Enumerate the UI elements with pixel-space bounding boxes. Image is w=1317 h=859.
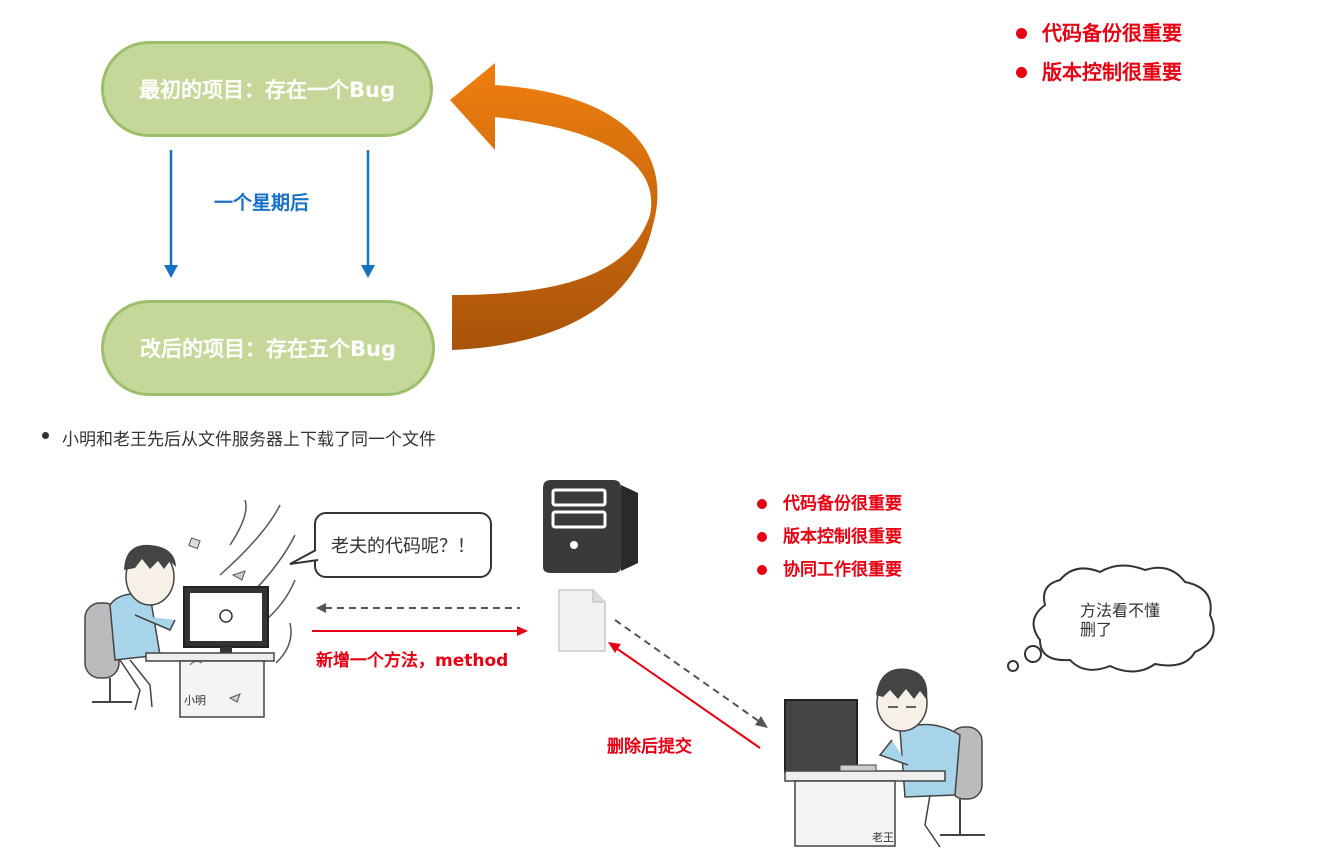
bottom-project-label: 改后的项目：存在五个Bug xyxy=(140,337,396,361)
down-arrows xyxy=(164,150,375,278)
point-backup: 代码备份很重要 xyxy=(1016,14,1182,53)
thought-line-1: 方法看不懂 xyxy=(1080,601,1161,620)
loop-back-arrow xyxy=(450,63,658,350)
point-collaboration: 协同工作很重要 xyxy=(757,554,902,587)
bottom-project-node: 改后的项目：存在五个Bug xyxy=(101,300,435,396)
point-backup-2: 代码备份很重要 xyxy=(757,488,902,521)
laowang-tag: 老王 xyxy=(872,831,894,844)
point-version-control-2: 版本控制很重要 xyxy=(757,521,902,554)
xiaoming-speech-bubble: 老夫的代码呢？！ xyxy=(314,512,492,578)
xiaoming-speech-text: 老夫的代码呢？！ xyxy=(331,536,475,557)
laowang-arrows xyxy=(608,619,768,749)
speech-tail xyxy=(289,549,319,565)
laowang-illustration xyxy=(784,668,985,848)
top-project-label: 最初的项目：存在一个Bug xyxy=(139,78,395,102)
delete-commit-label: 删除后提交 xyxy=(607,737,692,757)
bullet-dot xyxy=(42,432,49,439)
xiaoming-arrows xyxy=(312,603,528,636)
add-method-label: 新增一个方法，method xyxy=(316,651,509,671)
top-project-node: 最初的项目：存在一个Bug xyxy=(101,41,433,137)
file-icon xyxy=(558,589,606,652)
diagram2-points: 代码备份很重要 版本控制很重要 协同工作很重要 xyxy=(757,488,902,587)
thought-line-2: 删了 xyxy=(1080,620,1113,639)
server-icon xyxy=(543,480,638,573)
point-version-control: 版本控制很重要 xyxy=(1016,53,1182,92)
laowang-thought-text: 方法看不懂 删了 xyxy=(1080,601,1160,639)
laowang-thought-cloud xyxy=(1007,564,1215,673)
xiaoming-tag: 小明 xyxy=(184,694,206,707)
bullet-text: 小明和老王先后从文件服务器上下载了同一个文件 xyxy=(62,430,436,450)
one-week-later-label: 一个星期后 xyxy=(214,192,310,214)
diagram1-points: 代码备份很重要 版本控制很重要 xyxy=(1016,14,1182,92)
xiaoming-illustration xyxy=(84,499,296,718)
